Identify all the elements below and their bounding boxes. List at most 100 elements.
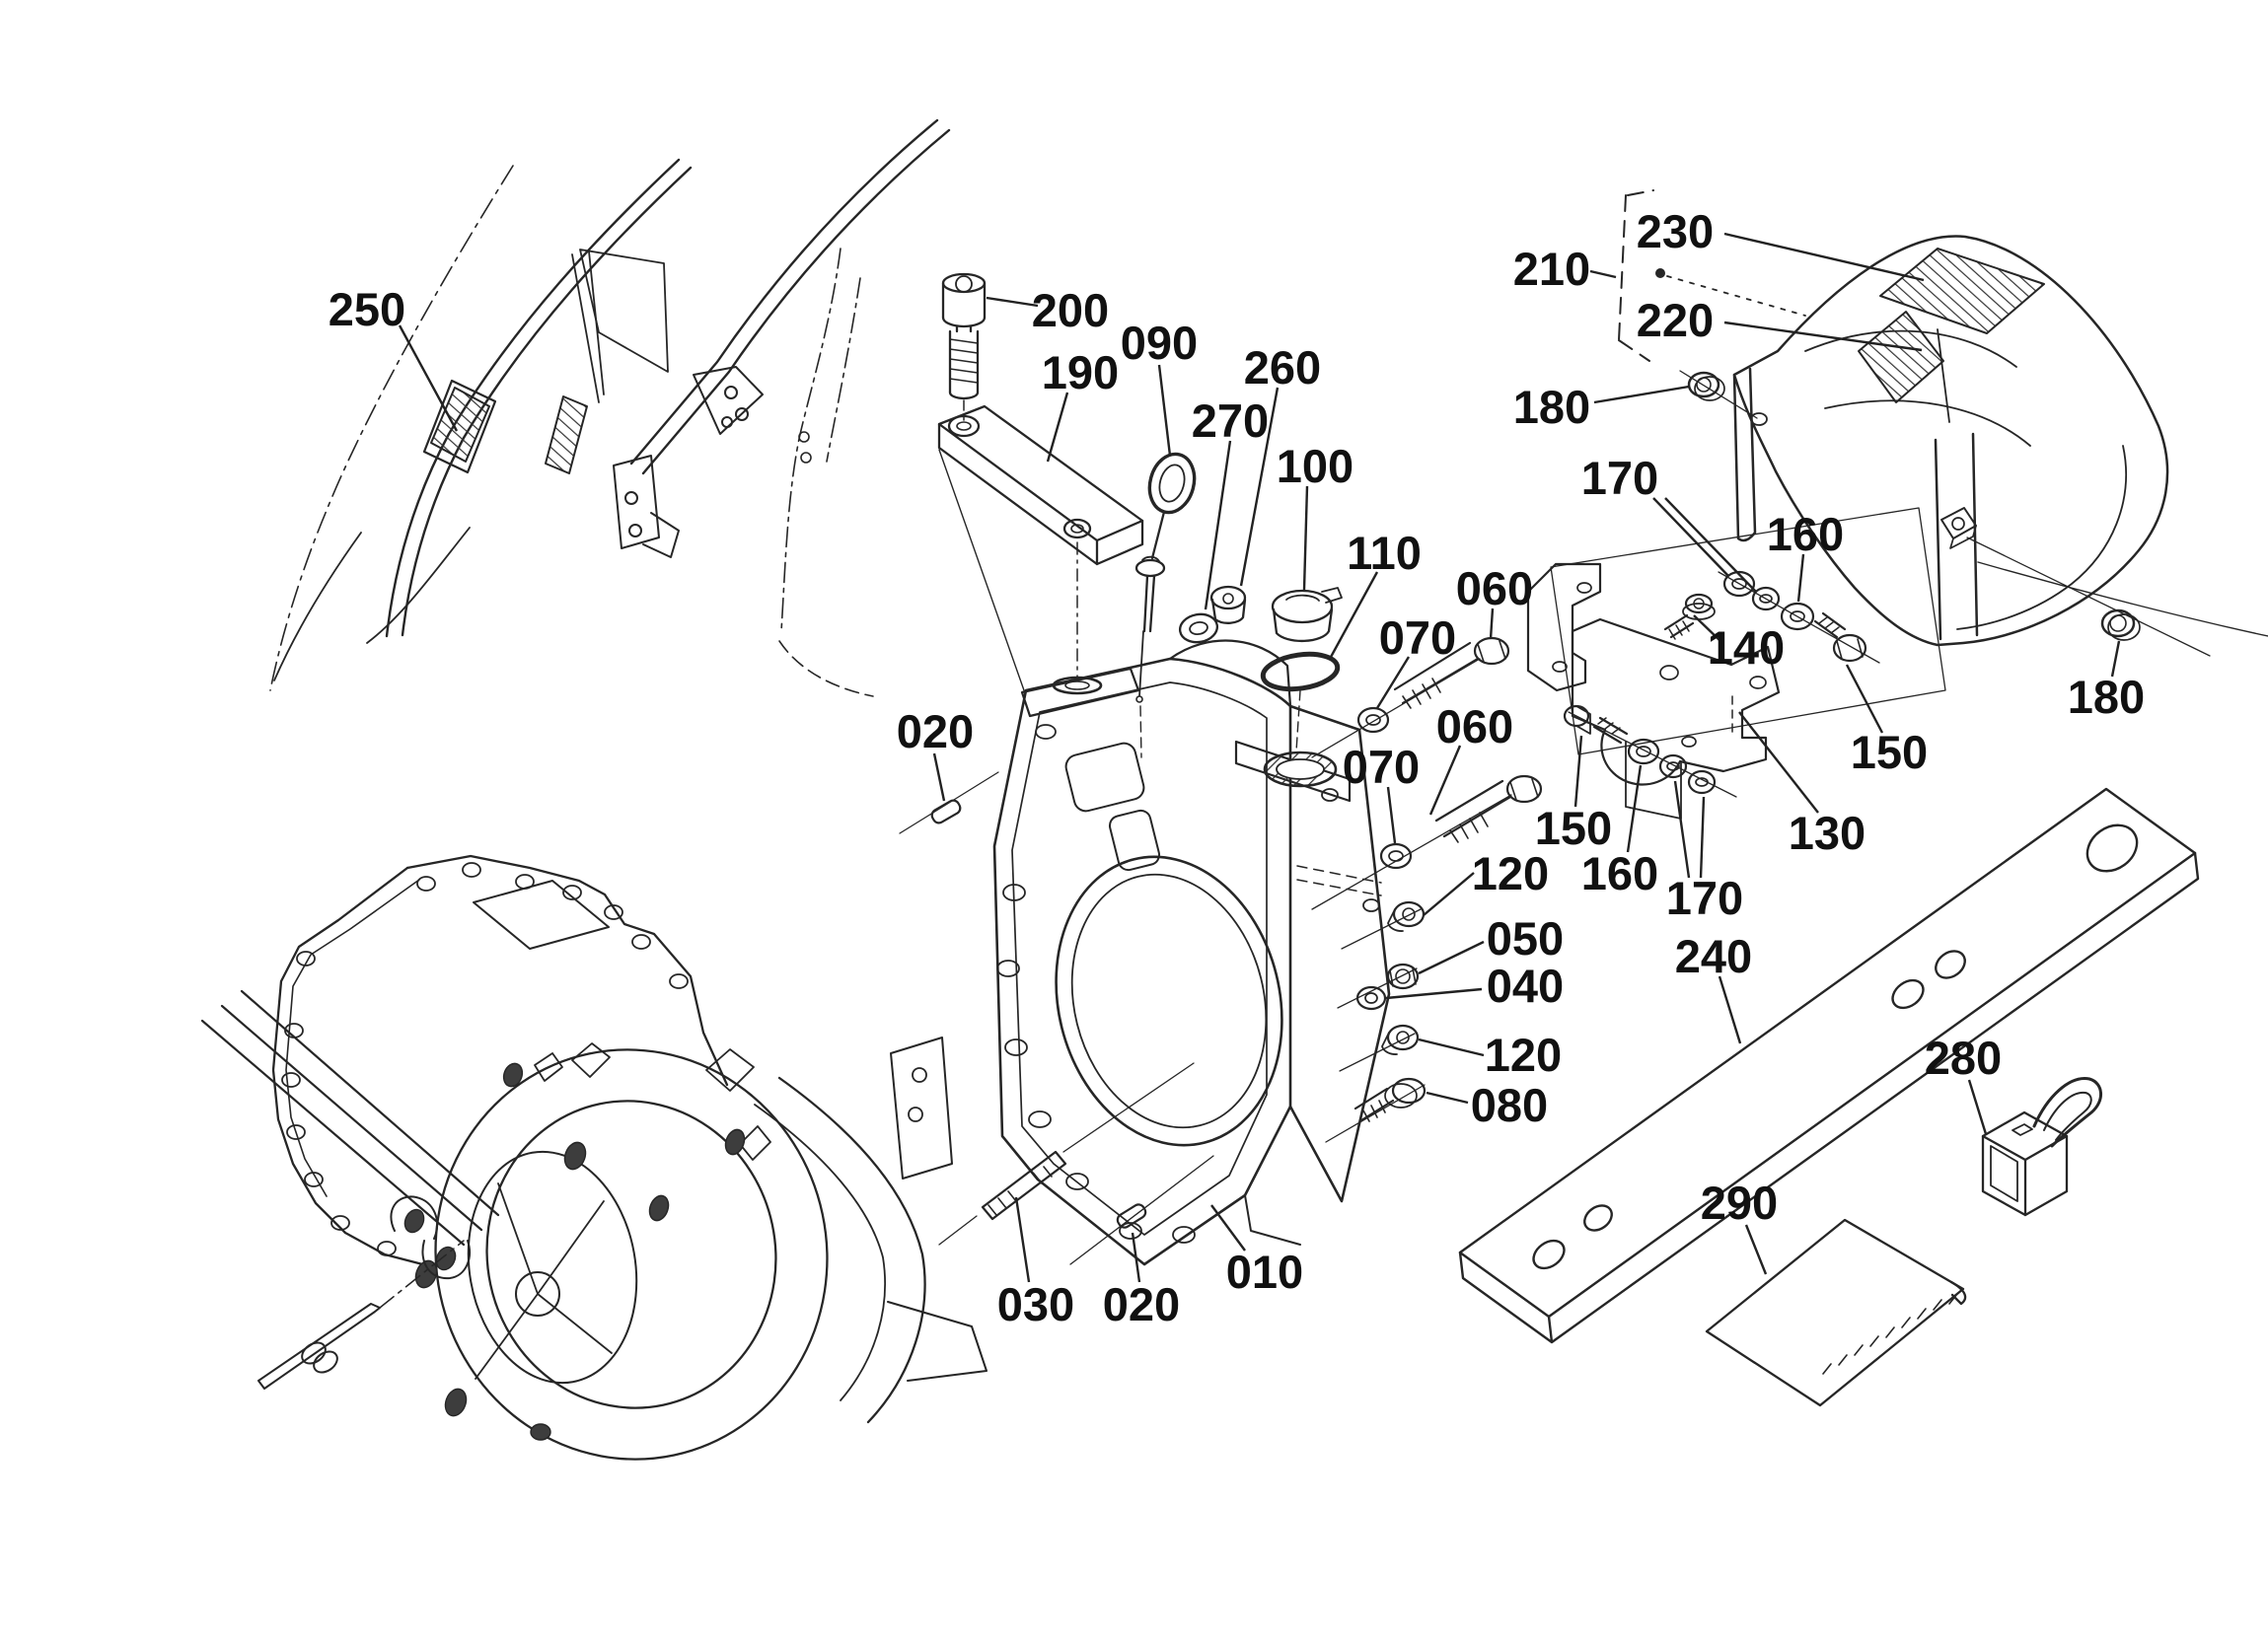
part-160-washer-l [1627,738,1660,765]
fender-assembly [269,118,951,697]
part-cover [1732,235,2169,647]
part-150-bolt-r [1813,611,1867,663]
callout-090: 090 [1121,317,1198,369]
leader-line-170a [1664,497,1757,593]
callout-170a: 170 [1581,452,1658,504]
leader-line-260 [1239,387,1280,587]
leader-line-230 [1723,232,1925,282]
label-230 [1879,248,2045,334]
tie-rod [257,1240,465,1390]
leader-line-120b [1418,1038,1485,1057]
cover-assembly [1618,189,2268,657]
housing [200,854,988,1461]
leader-line-170a [1652,497,1729,577]
part-290-manual [1705,1218,1967,1407]
part-200-bolt [941,272,987,421]
callout-060a: 060 [1456,562,1533,614]
fender-centerline [269,165,514,691]
top-parts [937,272,1343,758]
callout-210: 210 [1513,243,1590,295]
leader-line-160b [1626,764,1643,853]
leader-line-110 [1328,571,1379,660]
leader-line-070a [1375,656,1411,709]
label-plate-250 [422,379,588,474]
part-120-plug-2 [1339,1024,1420,1072]
callout-180a: 180 [1513,381,1590,433]
callout-150b: 150 [1535,802,1612,854]
callout-040: 040 [1487,960,1564,1012]
callout-190: 190 [1042,346,1119,398]
leader-line-170b [1673,780,1691,879]
leader-line-140 [1693,614,1721,642]
callout-010: 010 [1226,1246,1303,1298]
part-090-dipstick [1134,452,1197,758]
leader-line-220 [1723,321,1923,352]
part-120-plug-1 [1341,900,1426,950]
leader-line-050 [1418,940,1485,975]
callout-120a: 120 [1472,847,1549,899]
leader-line-250 [398,324,459,432]
callout-100: 100 [1277,440,1353,492]
part-100-cap [1271,587,1343,643]
part-020-pin-2 [1069,1155,1214,1265]
leader-line-190 [1046,392,1069,463]
leader-line-020b [1131,1232,1141,1283]
leader-line-150a [1845,664,1884,734]
leader-line-130 [1738,711,1819,814]
part-110-oring [1260,651,1341,692]
callout-160b: 160 [1581,847,1658,899]
label-220 [1858,311,1944,403]
leader-line-210 [1589,269,1617,279]
part-140-bolt [1663,593,1716,640]
callout-070b: 070 [1343,741,1420,793]
part-240-drawbar [1458,787,2200,1344]
leader-line-180b [2110,640,2121,678]
part-160-washer-t [1780,602,1815,631]
callout-170b: 170 [1666,872,1743,924]
leader-line-160a [1796,553,1805,603]
callout-070a: 070 [1379,611,1456,664]
callout-110: 110 [1347,527,1422,579]
leader-line-170b [1699,796,1706,879]
part-260-plug [1209,585,1247,624]
leader-line-150b [1573,735,1583,808]
part-180-nut-r [1966,537,2211,657]
callout-020b: 020 [1103,1278,1180,1330]
part-060-bolt-2 [1311,774,1543,910]
callout-240: 240 [1675,930,1752,982]
part-070-washer-2 [1379,842,1413,870]
callout-250: 250 [329,283,405,335]
callout-050: 050 [1487,912,1564,965]
callout-290: 290 [1701,1177,1778,1229]
part-170-washer-l1 [1658,753,1688,779]
part-180-nut-l [1679,370,1758,419]
callout-200: 200 [1032,284,1109,336]
leader-line-120a [1423,872,1475,916]
part-130-l-bracket [1526,562,1602,692]
leader-line-070b [1386,786,1397,844]
leader-line-290 [1744,1224,1768,1275]
part-070-washer-1 [1356,706,1390,734]
leader-line-060a [1489,608,1495,640]
callout-230: 230 [1637,205,1714,257]
callout-150a: 150 [1851,726,1928,778]
callout-030: 030 [997,1278,1074,1330]
leader-line-020a [932,752,946,802]
callout-160a: 160 [1767,508,1844,560]
leader-line-200 [986,296,1039,308]
leader-line-090 [1157,364,1172,457]
callout-280: 280 [1925,1032,2002,1084]
leader-line-280 [1967,1079,1988,1135]
leader-line-100 [1302,485,1309,591]
callout-080: 080 [1471,1079,1548,1131]
leader-line-270 [1204,440,1232,610]
part-010-case [992,639,1391,1266]
leader-line-040 [1385,987,1483,1000]
callout-220: 220 [1637,294,1714,346]
part-170-washer-l2 [1687,769,1717,795]
leader-line-010 [1210,1204,1246,1252]
part-150-bolt-l [1563,704,1629,745]
part-050-nut [1337,963,1420,1009]
